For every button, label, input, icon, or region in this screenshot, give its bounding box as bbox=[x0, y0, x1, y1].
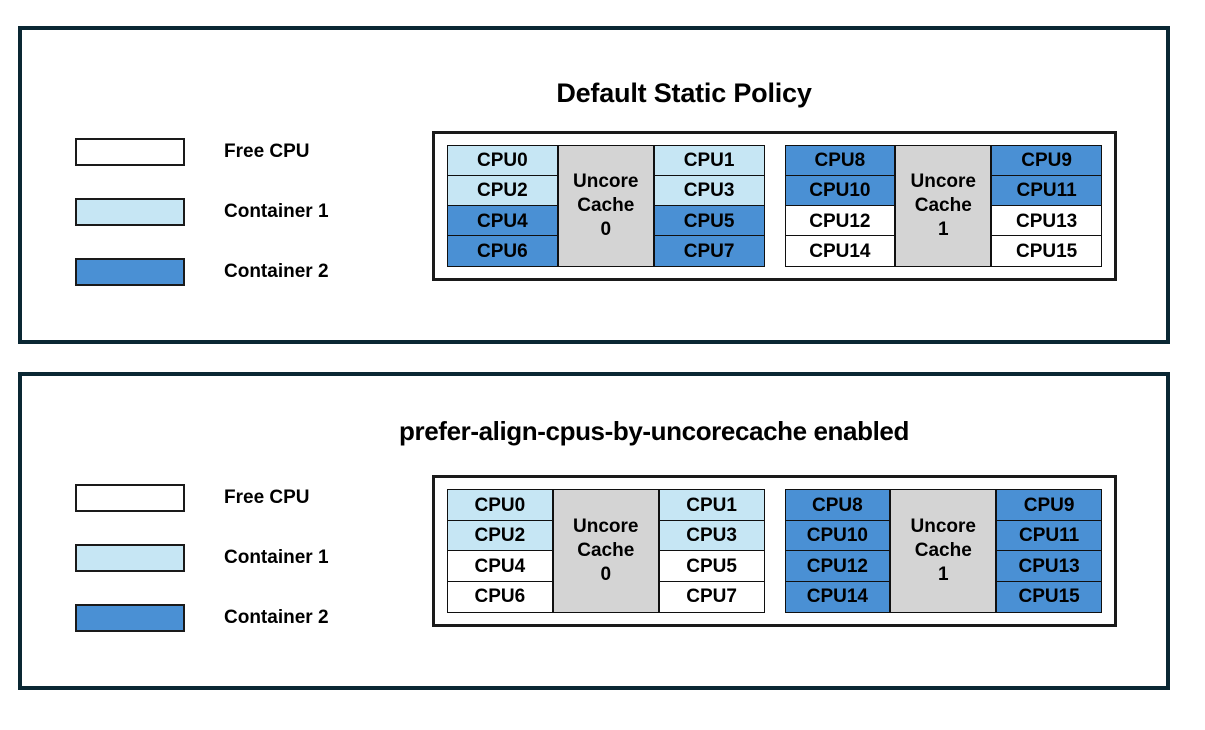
cpu-cell: CPU9 bbox=[996, 489, 1102, 522]
cpu-cell: CPU6 bbox=[447, 235, 558, 267]
cpu-cell: CPU2 bbox=[447, 175, 558, 207]
uncore-cache-index: 1 bbox=[937, 219, 949, 241]
uncore-cache-box: Uncore Cache 1 bbox=[890, 489, 997, 613]
legend-item-container-1: Container 1 bbox=[75, 182, 329, 242]
cpu-cell: CPU8 bbox=[784, 489, 891, 522]
legend-item-free-cpu: Free CPU bbox=[75, 468, 329, 528]
uncore-cache-label-line2: Cache bbox=[577, 539, 635, 561]
cpu-cell: CPU15 bbox=[996, 580, 1102, 613]
legend-label-container-1: Container 1 bbox=[224, 547, 329, 568]
cpu-column-right: CPU1 CPU3 CPU5 CPU7 bbox=[658, 489, 765, 613]
cpu-cell: CPU12 bbox=[784, 205, 896, 237]
cpu-cell: CPU12 bbox=[784, 550, 891, 583]
legend-label-container-1: Container 1 bbox=[224, 201, 329, 222]
cpu-cell: CPU9 bbox=[991, 145, 1102, 177]
cpu-cell: CPU0 bbox=[447, 145, 558, 177]
page-title: prefer-align-cpus-by-uncorecache enabled bbox=[399, 416, 909, 446]
uncore-cache-label-line2: Cache bbox=[577, 194, 635, 216]
uncore-cache-label-line2: Cache bbox=[914, 194, 972, 216]
cpu-column-right: CPU1 CPU3 CPU5 CPU7 bbox=[653, 145, 765, 267]
cpu-cell: CPU13 bbox=[991, 205, 1102, 237]
cpu-cell: CPU10 bbox=[784, 519, 891, 552]
panel-prefer-align-cpus-by-uncorecache: prefer-align-cpus-by-uncorecache enabled… bbox=[18, 372, 1170, 690]
cpu-cell: CPU3 bbox=[658, 519, 765, 552]
cpu-cell: CPU0 bbox=[447, 489, 553, 522]
legend-swatch-container-2 bbox=[75, 604, 185, 632]
cpu-cell: CPU1 bbox=[658, 489, 765, 522]
cpu-column-right: CPU9 CPU11 CPU13 CPU15 bbox=[996, 489, 1102, 613]
uncore-cache-label-line1: Uncore bbox=[573, 170, 639, 192]
legend-swatch-container-2 bbox=[75, 258, 185, 286]
uncore-cache-index: 0 bbox=[600, 564, 612, 586]
legend-item-container-2: Container 2 bbox=[75, 242, 329, 302]
cpu-cell: CPU7 bbox=[658, 580, 765, 613]
cpu-cell: CPU11 bbox=[991, 175, 1102, 207]
uncore-cache-label-line2: Cache bbox=[914, 539, 972, 561]
uncore-group-1: CPU8 CPU10 CPU12 CPU14 Uncore Cache 1 CP… bbox=[784, 489, 1102, 613]
cpu-cell: CPU10 bbox=[784, 175, 896, 207]
cpu-cell: CPU11 bbox=[996, 519, 1102, 552]
cpu-cell: CPU4 bbox=[447, 550, 553, 583]
cpu-topology-diagram: CPU0 CPU2 CPU4 CPU6 Uncore Cache 0 CPU1 … bbox=[432, 475, 1117, 627]
cpu-column-left: CPU8 CPU10 CPU12 CPU14 bbox=[784, 489, 891, 613]
legend-label-container-2: Container 2 bbox=[224, 261, 329, 282]
legend-label-container-2: Container 2 bbox=[224, 607, 329, 628]
cpu-cell: CPU2 bbox=[447, 519, 553, 552]
legend-item-free-cpu: Free CPU bbox=[75, 122, 329, 182]
uncore-group-0: CPU0 CPU2 CPU4 CPU6 Uncore Cache 0 CPU1 … bbox=[447, 489, 765, 613]
cpu-topology-diagram: CPU0 CPU2 CPU4 CPU6 Uncore Cache 0 CPU1 … bbox=[432, 131, 1117, 281]
legend-swatch-free-cpu bbox=[75, 138, 185, 166]
cpu-column-right: CPU9 CPU11 CPU13 CPU15 bbox=[991, 145, 1102, 267]
uncore-cache-index: 1 bbox=[937, 564, 949, 586]
legend-swatch-free-cpu bbox=[75, 484, 185, 512]
legend: Free CPU Container 1 Container 2 bbox=[75, 122, 329, 302]
cpu-cell: CPU13 bbox=[996, 550, 1102, 583]
uncore-group-1: CPU8 CPU10 CPU12 CPU14 Uncore Cache 1 CP… bbox=[784, 145, 1102, 267]
legend-label-free-cpu: Free CPU bbox=[224, 141, 310, 162]
legend-swatch-container-1 bbox=[75, 544, 185, 572]
cpu-cell: CPU4 bbox=[447, 205, 558, 237]
legend: Free CPU Container 1 Container 2 bbox=[75, 468, 329, 648]
cpu-cell: CPU5 bbox=[653, 205, 765, 237]
cpu-cell: CPU7 bbox=[653, 235, 765, 267]
panel-default-static-policy: Default Static Policy Free CPU Container… bbox=[18, 26, 1170, 344]
uncore-cache-box: Uncore Cache 1 bbox=[895, 145, 992, 267]
page-title: Default Static Policy bbox=[556, 78, 812, 108]
legend-item-container-1: Container 1 bbox=[75, 528, 329, 588]
cpu-cell: CPU6 bbox=[447, 580, 553, 613]
uncore-cache-index: 0 bbox=[600, 219, 612, 241]
uncore-cache-label-line1: Uncore bbox=[573, 515, 639, 537]
uncore-cache-box: Uncore Cache 0 bbox=[557, 145, 654, 267]
cpu-column-left: CPU0 CPU2 CPU4 CPU6 bbox=[447, 145, 558, 267]
cpu-cell: CPU14 bbox=[784, 580, 891, 613]
cpu-cell: CPU5 bbox=[658, 550, 765, 583]
legend-label-free-cpu: Free CPU bbox=[224, 487, 310, 508]
cpu-cell: CPU14 bbox=[784, 235, 896, 267]
legend-item-container-2: Container 2 bbox=[75, 588, 329, 648]
uncore-cache-label-line1: Uncore bbox=[910, 170, 976, 192]
cpu-cell: CPU15 bbox=[991, 235, 1102, 267]
cpu-column-left: CPU0 CPU2 CPU4 CPU6 bbox=[447, 489, 553, 613]
uncore-cache-box: Uncore Cache 0 bbox=[552, 489, 659, 613]
cpu-column-left: CPU8 CPU10 CPU12 CPU14 bbox=[784, 145, 896, 267]
cpu-cell: CPU8 bbox=[784, 145, 896, 177]
uncore-group-0: CPU0 CPU2 CPU4 CPU6 Uncore Cache 0 CPU1 … bbox=[447, 145, 765, 267]
cpu-cell: CPU3 bbox=[653, 175, 765, 207]
uncore-cache-label-line1: Uncore bbox=[910, 515, 976, 537]
cpu-cell: CPU1 bbox=[653, 145, 765, 177]
legend-swatch-container-1 bbox=[75, 198, 185, 226]
